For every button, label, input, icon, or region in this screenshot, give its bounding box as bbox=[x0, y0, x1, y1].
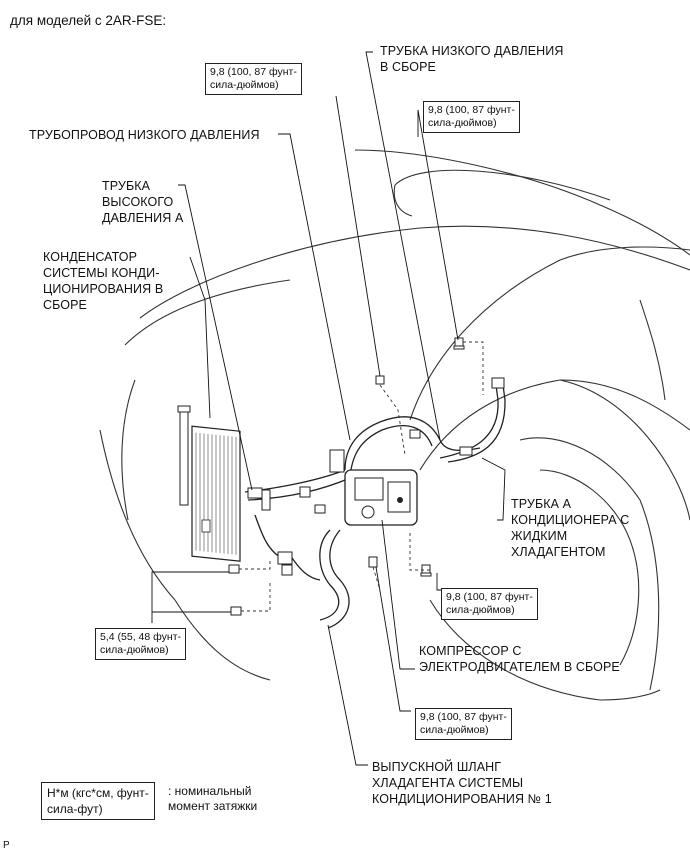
alignment-lines bbox=[239, 341, 484, 612]
legend-unit-box: Н*м (кгс*см, фунт- сила-фут) bbox=[41, 782, 155, 820]
torque-box: 9,8 (100, 87 фунт- сила-дюймов) bbox=[423, 101, 520, 133]
electric-compressor bbox=[329, 449, 418, 526]
model-note: для моделей с 2AR-FSE: bbox=[10, 13, 167, 28]
pipe-fittings bbox=[247, 377, 505, 576]
label-discharge-hose: ВЫПУСКНОЙ ШЛАНГ ХЛАДАГЕНТА СИСТЕМЫ КОНДИ… bbox=[372, 760, 552, 806]
legend-description: : номинальный момент затяжки bbox=[168, 784, 258, 813]
leader-lines bbox=[151, 51, 506, 766]
label-condenser: КОНДЕНСАТОР СИСТЕМЫ КОНДИ- ЦИОНИРОВАНИЯ … bbox=[43, 250, 164, 312]
torque-box: 5,4 (55, 48 фунт- сила-дюймов) bbox=[95, 628, 186, 660]
label-liquid-tube: ТРУБКА А КОНДИЦИОНЕРА С ЖИДКИМ ХЛАДАГЕНТ… bbox=[511, 497, 630, 559]
label-low-pressure-pipe: ТРУБОПРОВОД НИЗКОГО ДАВЛЕНИЯ bbox=[29, 128, 260, 142]
bolts bbox=[228, 337, 465, 616]
refrigerant-piping bbox=[244, 384, 506, 629]
torque-box: 9,8 (100, 87 фунт- сила-дюймов) bbox=[415, 708, 512, 740]
condenser-core bbox=[177, 405, 241, 562]
vehicle-body-outline bbox=[99, 149, 690, 701]
torque-box: 9,8 (100, 87 фунт- сила-дюймов) bbox=[441, 588, 538, 620]
label-high-pressure-tube: ТРУБКА ВЫСОКОГО ДАВЛЕНИЯ А bbox=[102, 179, 184, 225]
label-compressor: КОМПРЕССОР С ЭЛЕКТРОДВИГАТЕЛЕМ В СБОРЕ bbox=[419, 644, 620, 674]
torque-box: 9,8 (100, 87 фунт- сила-дюймов) bbox=[205, 63, 302, 95]
figure-id: P bbox=[3, 840, 10, 851]
label-low-pressure-tube: ТРУБКА НИЗКОГО ДАВЛЕНИЯ В СБОРЕ bbox=[380, 44, 564, 74]
